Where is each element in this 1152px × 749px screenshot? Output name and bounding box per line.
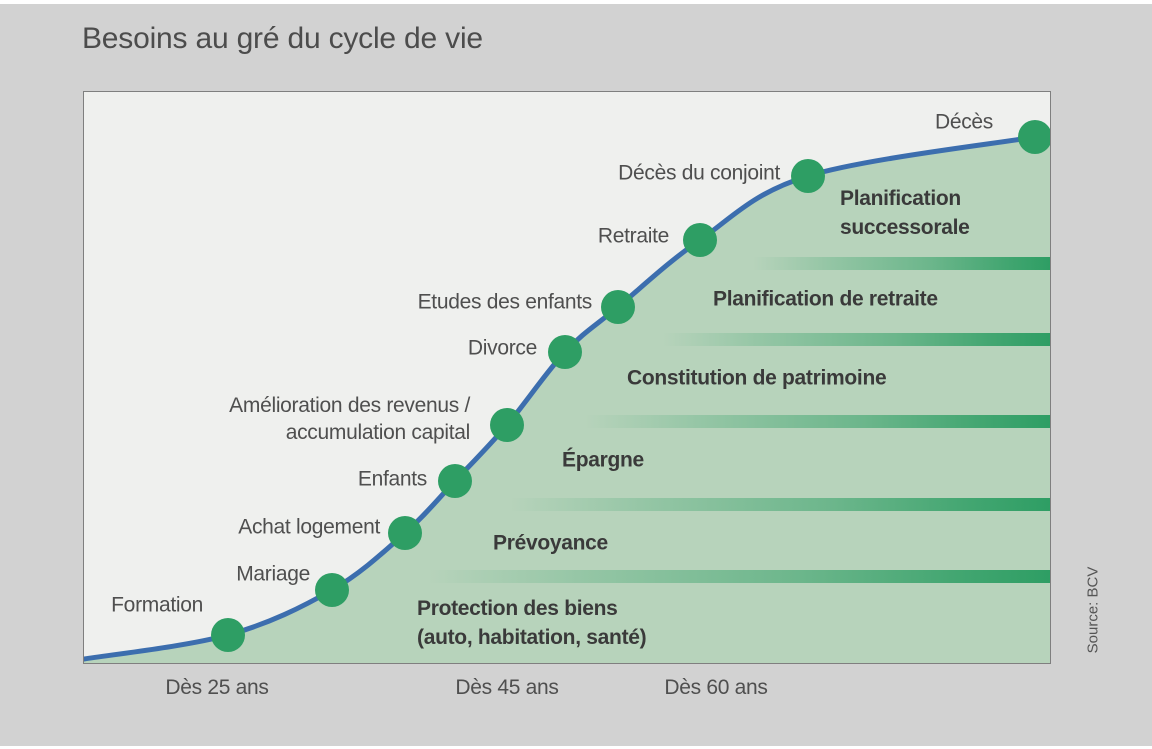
x-axis-label: Dès 25 ans (165, 676, 269, 699)
need-label: Prévoyance (493, 531, 608, 555)
need-label: Protection des biens (auto, habitation, … (417, 597, 647, 649)
event-dot (388, 516, 422, 550)
need-label: Planification successorale (840, 187, 970, 239)
event-dot (315, 573, 349, 607)
x-axis-label: Dès 60 ans (664, 676, 768, 699)
event-label: Amélioration des revenus / accumulation … (229, 394, 470, 444)
event-label: Achat logement (238, 515, 380, 539)
top-white-strip (0, 0, 1152, 4)
event-label: Enfants (357, 467, 427, 491)
need-label: Constitution de patrimoine (627, 366, 887, 390)
curve-canvas (84, 120, 1050, 663)
need-divider-bar (663, 333, 1050, 346)
page-title: Besoins au gré du cycle de vie (82, 22, 483, 55)
event-dot (490, 408, 524, 442)
source-label: Source: BCV (1084, 566, 1102, 654)
event-dot (601, 290, 635, 324)
event-dot (548, 335, 582, 369)
event-label: Retraite (597, 224, 669, 248)
event-label: Divorce (467, 336, 537, 360)
need-divider-bar (753, 257, 1050, 270)
event-dot (683, 223, 717, 257)
lifecycle-curve (84, 131, 1050, 662)
x-axis-label: Dès 45 ans (455, 676, 559, 699)
bottom-white-strip (0, 746, 1152, 749)
need-divider-bar (585, 415, 1050, 428)
event-label: Décès du conjoint (618, 161, 780, 185)
event-label: Etudes des enfants (417, 290, 593, 314)
event-dot (1018, 120, 1050, 154)
need-divider-bar (510, 498, 1050, 511)
event-label: Mariage (236, 562, 310, 586)
event-dot (791, 159, 825, 193)
need-divider-bar (428, 570, 1050, 583)
event-label: Décès (934, 110, 993, 134)
need-label: Épargne (562, 448, 644, 472)
event-label: Formation (111, 593, 203, 617)
lifecycle-chart: Formation Mariage Achat logement Enfants Amé… (83, 91, 1051, 664)
event-dot (211, 618, 245, 652)
event-dot (438, 464, 472, 498)
need-label: Planification de retraite (713, 287, 938, 311)
